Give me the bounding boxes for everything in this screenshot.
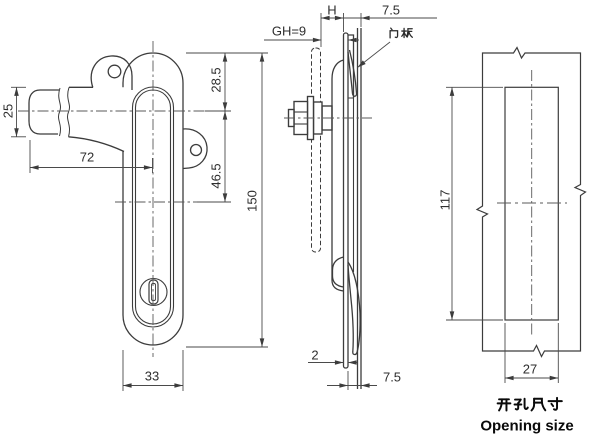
- body-outline: [122, 52, 184, 346]
- top-ear-tab: [90, 55, 133, 90]
- dim-label-grip-H: H: [327, 2, 337, 18]
- dim-label-panel-thickness: 2: [311, 347, 319, 363]
- door-panel-label: 门板: [384, 27, 410, 40]
- dim-label-opening-width: 27: [522, 361, 538, 377]
- handle-hidden-profile: [311, 47, 321, 253]
- dim-label-top-clearance: 7.5: [381, 2, 401, 18]
- arm-grip-end: [28, 89, 59, 135]
- dim-label-arm-width: 25: [0, 103, 16, 119]
- key-slot-inner: [151, 283, 156, 301]
- recess-inner: [134, 89, 172, 325]
- dim-label-mid-offset: 46.5: [208, 163, 224, 189]
- front-view: [11, 41, 268, 391]
- dim-label-bottom-clearance: 7.5: [382, 369, 402, 385]
- arm-break-line-1: [58, 87, 61, 137]
- escutcheon-plate: [342, 32, 349, 369]
- pivot-boss: [331, 59, 344, 292]
- dim-label-total-height: 150: [244, 190, 260, 212]
- key-cylinder: [139, 277, 168, 307]
- dim-label-arm-length: 72: [79, 149, 95, 165]
- leader-door-panel: [357, 41, 391, 68]
- rear-bracket: [348, 97, 355, 272]
- bottom-ear-tab: [182, 128, 208, 170]
- panel-outline-with-breaks: [475, 46, 587, 358]
- dim-label-body-width: 33: [144, 368, 160, 384]
- dim-label-opening-height: 117: [437, 189, 453, 211]
- side-view: [264, 13, 437, 390]
- opening-view: [446, 46, 587, 383]
- opening-caption-en: Opening size: [480, 417, 574, 435]
- top-ear-hole: [107, 64, 122, 79]
- grip-note-label: GH=9: [271, 23, 307, 39]
- recess-outer: [131, 86, 175, 328]
- arm-bottom-edge: [68, 136, 125, 153]
- latch-wedge: [347, 49, 358, 97]
- top-tab: [348, 34, 355, 98]
- bottom-cam: [347, 261, 361, 356]
- key-slot: [148, 279, 159, 305]
- arm-break-line-2: [67, 87, 70, 137]
- dim-label-top-offset: 28.5: [208, 67, 224, 93]
- bottom-ear-hole: [189, 143, 203, 157]
- arm-fill: [29, 87, 131, 152]
- opening-caption-zh: 开孔尺寸: [495, 396, 563, 413]
- lower-foot: [331, 256, 344, 288]
